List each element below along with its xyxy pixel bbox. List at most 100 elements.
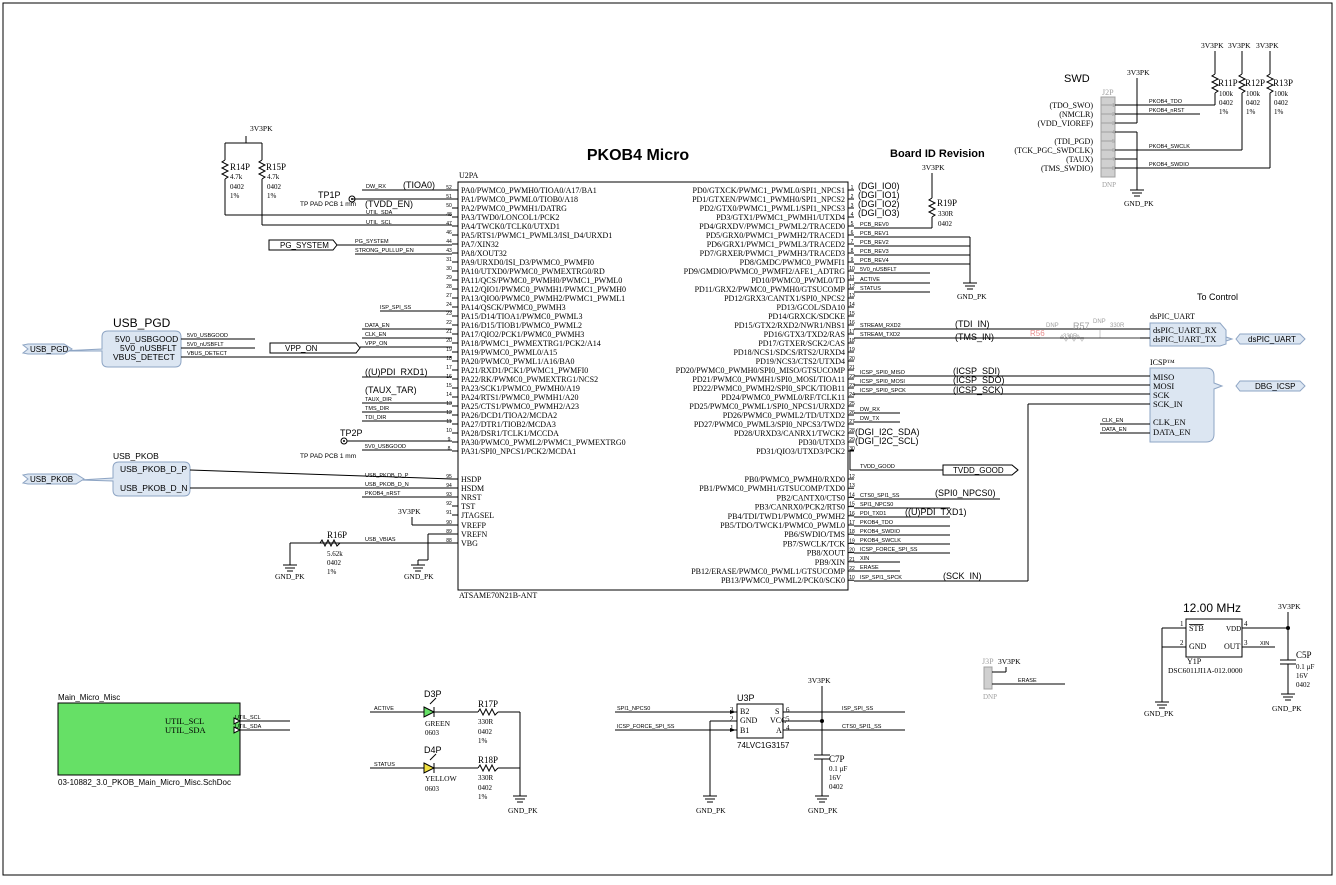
erase-jumper-j3p: J3P 3V3PK ERASE DNP	[982, 657, 1065, 701]
mcu-left-pin-label: PA19/PWMC0_PWML0/A15	[461, 348, 557, 357]
swd-pin-number: 5	[1112, 139, 1115, 145]
mcu-right-pin-label: PD31/QIO3/UTXD3/PCK2	[756, 447, 845, 456]
mcu-right-pin-label: PB2/CANTX0/CTS0	[777, 493, 845, 502]
mcu-right-pin-number: 18	[849, 338, 855, 344]
u3-pin-num-3: 3	[730, 706, 734, 714]
pb5-net: PKOB4_TDO	[860, 520, 894, 526]
r18-pkg: 0402	[478, 784, 493, 792]
pd7-net: PCB_REV3	[860, 249, 889, 255]
mcu-right-pin-number: 6	[851, 230, 854, 236]
swd-pin-label: (TDO_SWO)	[1049, 101, 1093, 110]
mcu-left-pin-label: JTAGSEL	[461, 511, 494, 520]
swd-res-pkg: 0402	[1219, 99, 1234, 107]
mcu-right-pin-number: 5	[851, 221, 854, 227]
d4-arrow	[429, 753, 437, 761]
mcu-right-pin-number: 14	[849, 302, 855, 308]
mcu-left-pin-number: 46	[446, 230, 452, 236]
r57-value: 330R	[1110, 323, 1125, 329]
osc-out-net: XIN	[1260, 641, 1269, 647]
d4-color: YELLOW	[425, 774, 458, 783]
mcu-right-pin-label: PD19/NCS3/CTS2/UTXD4	[756, 357, 845, 366]
pd11-net: STATUS	[860, 286, 881, 292]
r14-pkg: 0402	[230, 183, 245, 191]
r16-tol: 1%	[327, 568, 337, 576]
pd20-net: ICSP_SPI0_MISO	[860, 370, 906, 376]
mcu-right-pin-number: 2	[851, 194, 854, 200]
mcu-right-pin-number: 10	[849, 575, 855, 581]
mcu-left-pin-label: PA20/PWMC0_PWML1/A16/BA0	[461, 357, 575, 366]
mcu-body	[457, 181, 849, 591]
u3-pin-b2: B2	[740, 707, 749, 716]
osc-pin-num-1: 1	[1180, 620, 1184, 628]
r19-zigzag	[927, 197, 937, 218]
mcu-right-pin-label: PD13/GCOL/SDA10	[777, 303, 845, 312]
pd15-net: STREAM_RXD2	[860, 323, 901, 329]
j3-ref: J3P	[982, 657, 994, 666]
osc-pin-num-2: 2	[1180, 639, 1184, 647]
mcu-right-pin-number: 1	[851, 185, 854, 191]
mcu-right-pin-number: 23	[849, 383, 855, 389]
mcu-left-pin-label: TST	[461, 502, 475, 511]
swd-res-pkg: 0402	[1274, 99, 1289, 107]
mcu-left-pin-number: 91	[446, 510, 452, 516]
mcu-left-pin-label: PA12/QIO1/PWMC0_PWMH1/PWMC1_PWMH0	[461, 285, 626, 294]
mcu-right-pin-label: PB0/PWMC0_PWMH0/RXD0	[745, 475, 845, 484]
tp1-ref: TP1P	[318, 190, 341, 200]
gnd-label-r16: GND_PK	[275, 572, 305, 581]
pa0-net: DW_RX	[366, 184, 386, 190]
mcu-right-pin-number: 7	[851, 239, 854, 245]
r56-value: 330R	[1063, 334, 1078, 340]
pd22-net: ICSP_SPI0_SPCK	[860, 388, 906, 394]
osc-pin-vdd: VDD	[1226, 625, 1241, 633]
r18-ref: R18P	[478, 755, 498, 765]
mcu-right-pin-label: PD27/PWMC0_PWML3/SPI0_NPCS3/TWD2	[694, 420, 845, 429]
r16-value: 5.62k	[327, 550, 343, 558]
d4-led	[423, 762, 436, 774]
mcu-right-pin-number: 17	[849, 329, 855, 335]
mcu-right-pin-label: PB4/TDI/TWD1/PWMC0_PWMH2	[728, 512, 845, 521]
mcu-left-pin-label: PA23/SCK1/PWMC0_PWMH0/A19	[461, 384, 580, 393]
mcu-right-pin-label: PD0/GTXCK/PWMC1_PWML0/SPI1_NPCS1	[693, 186, 845, 195]
j3-net: 3V3PK	[998, 657, 1021, 666]
gnd-label-c7: GND_PK	[808, 806, 838, 815]
d4-ref: D4P	[424, 745, 442, 755]
osc-pin-out: OUT	[1224, 642, 1241, 651]
r16-ref: R16P	[327, 530, 347, 540]
gnd-label-led: GND_PK	[508, 806, 538, 815]
mcu-left-pin-number: 95	[446, 474, 452, 480]
sheet-pin-util-scl: UTIL_SCL	[165, 716, 204, 726]
mcu-right-pin-number: 13	[849, 483, 855, 489]
mcu-left-pin-number: 9	[448, 437, 451, 443]
icsp-title: ICSP™	[1150, 358, 1175, 367]
mcu-left-pin-label: PA18/PWMC1_PWMEXTRG1/PCK2/A14	[461, 339, 601, 348]
tp2-pad-center	[343, 440, 345, 442]
swd-net-label: 3V3PK	[1127, 68, 1150, 77]
dspic-harness	[1149, 322, 1234, 347]
mcu-right-pin-label: PB5/TDO/TWCK1/PWMC0_PWML0	[720, 521, 845, 530]
mcu-left-pin-label: PA22/RK/PWMC0_PWMEXTRG1/NCS2	[461, 375, 598, 384]
vbus-detect-net: VBUS_DETECT	[187, 351, 228, 357]
dspic-uart-rx: dsPIC_UART_RX	[1153, 325, 1217, 335]
mcu-right-pin-label: PD16/GTX3/TXD2/RAS	[764, 330, 845, 339]
dnp-resistors	[1040, 329, 1140, 342]
osc-body	[1185, 618, 1243, 658]
pb2-net: CTS0_SPI1_SS	[860, 493, 900, 499]
mcu-left-pin-label: PA31/SPI0_NPCS1/PCK2/MCDA1	[461, 447, 576, 456]
pa0-bus-label: (TIOA0)	[403, 180, 435, 190]
mcu-left-pin-label: PA0/PWMC0_PWMH0/TIOA0/A17/BA1	[461, 186, 597, 195]
mcu-left-pin-number: 28	[446, 284, 452, 290]
mcu-right-pin-label: PD11/GRX2/PWMC0_PWMH0/GTSUCOMP	[695, 285, 846, 294]
mcu-left-pin-label: PA24/RTS1/PWMC0_PWMH1/A20	[461, 393, 578, 402]
j3-dnp: DNP	[983, 693, 997, 701]
pd21-bus-label: (ICSP_SDO)	[953, 375, 1005, 385]
mcu-left-pin-number: 93	[446, 492, 452, 498]
pa21-bus-label: ((U)PDI_RXD1)	[365, 367, 428, 377]
mcu-right-pin-number: 24	[849, 392, 855, 398]
board-id-net: 3V3PK	[922, 163, 945, 172]
d3-color: GREEN	[425, 719, 451, 728]
u3-b1-net: ICSP_FORCE_SPI_SS	[617, 724, 675, 730]
swd-pin-label: (TMS_SWDIO)	[1041, 164, 1093, 173]
pd4-net: PCB_REV0	[860, 222, 889, 228]
swd-pin-number: 1	[1112, 103, 1115, 109]
right-wiring: (DGI_IO0) (DGI_IO1) (DGI_IO2) (DGI_IO3) …	[849, 148, 1306, 582]
